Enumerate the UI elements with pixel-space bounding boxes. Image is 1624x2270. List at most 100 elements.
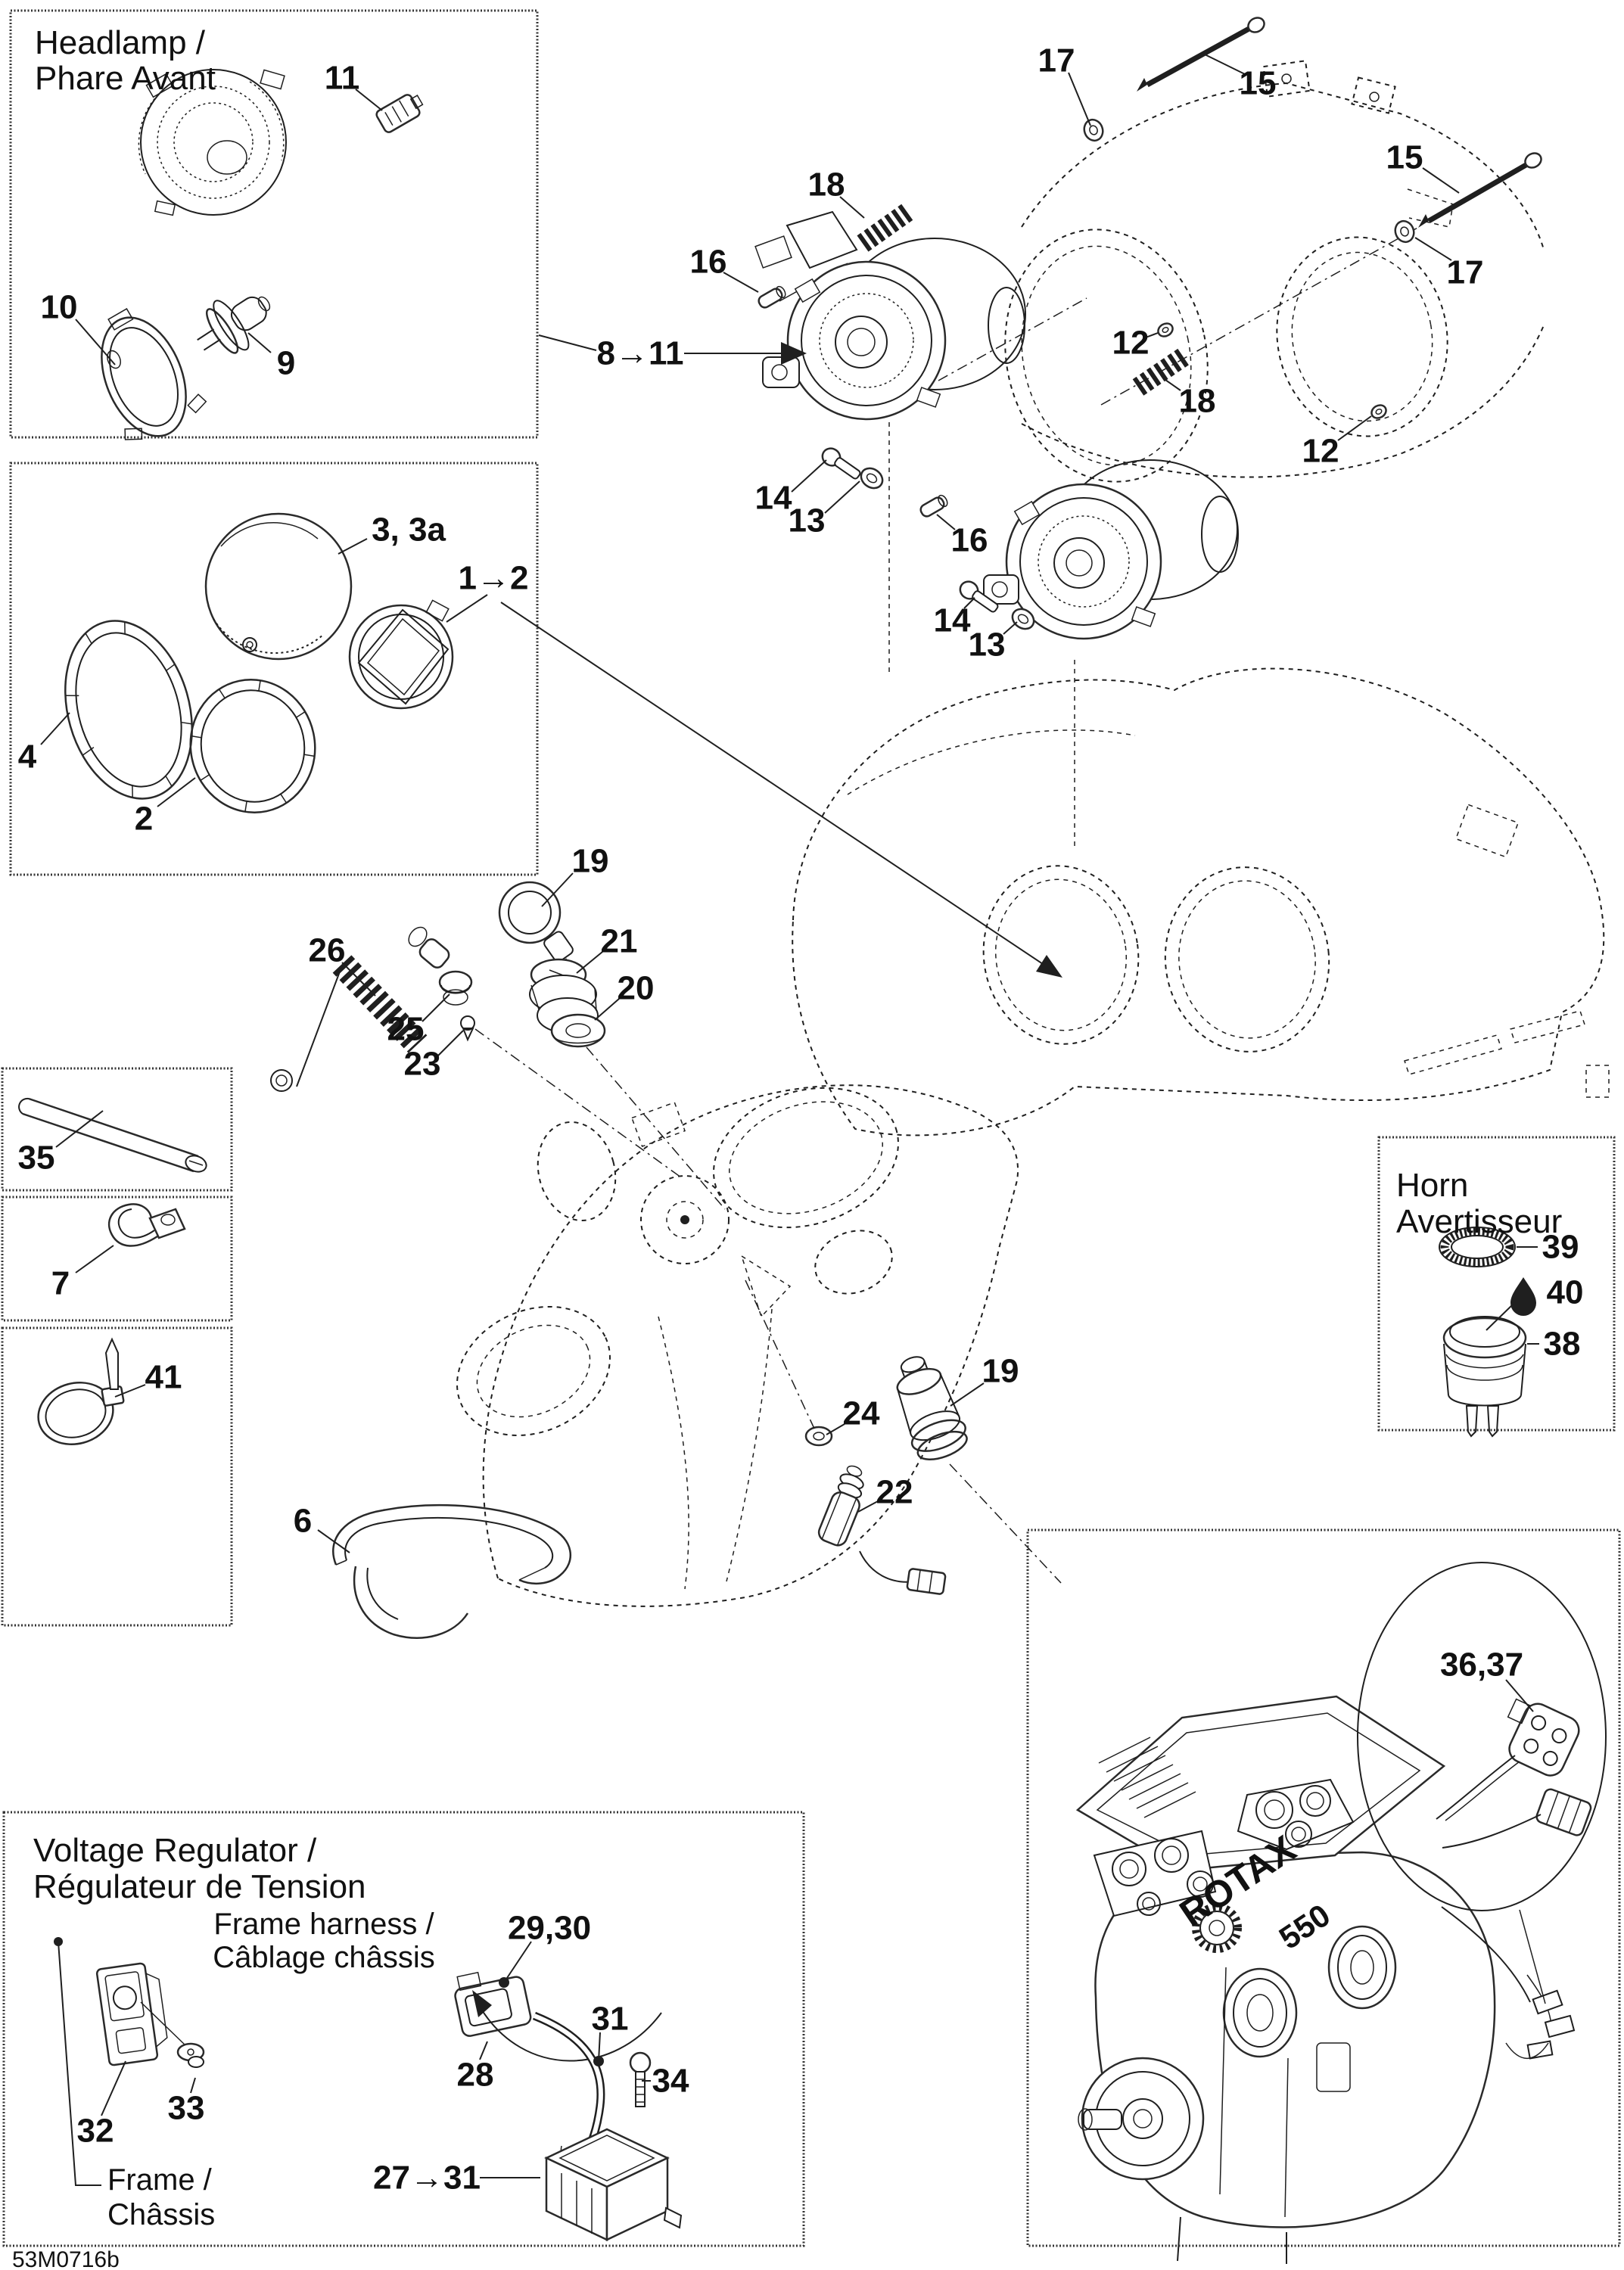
part-number-callout: 35 — [18, 1140, 55, 1177]
part-number-callout: 6 — [294, 1503, 312, 1540]
callout-leader — [1422, 167, 1460, 194]
frame-harness-arrow — [472, 1990, 662, 2062]
part-number-callout: 13 — [969, 627, 1006, 664]
spring-drawing-18b — [1132, 347, 1191, 396]
part-number-callout: 10 — [41, 289, 78, 326]
callout-leader — [791, 459, 827, 493]
part-number-callout: 26 — [309, 932, 346, 969]
screw-drawing-23 — [460, 1015, 475, 1042]
part-number-callout: 11 — [325, 60, 360, 97]
screw-drawing-15a — [1137, 17, 1265, 92]
coil-wire — [859, 1550, 915, 1583]
console-dashed-drawing — [456, 1084, 1019, 1607]
sealed-beam-dome-drawing — [204, 512, 353, 661]
callout-leader — [503, 1941, 532, 1983]
axis-line — [474, 1028, 682, 1178]
lens-ring-drawing — [348, 599, 454, 710]
callout-leader — [1337, 415, 1372, 441]
part-number-callout: 28 — [457, 2057, 494, 2094]
part-number-callout: 41 — [145, 1359, 182, 1396]
voltage-regulator-box-title: Régulateur de Tension — [33, 1868, 366, 1905]
part-number-callout: 31 — [592, 2001, 629, 2038]
callout-leader — [1414, 237, 1452, 261]
callout-leader — [826, 1423, 845, 1435]
headlamp-assembly-right-drawing — [983, 459, 1239, 846]
callout-leader — [101, 2060, 126, 2116]
part-number-callout: 36,37 — [1440, 1647, 1523, 1684]
part-number-callout: 18 — [1179, 383, 1216, 420]
bulb-connector-drawing — [375, 94, 424, 133]
cable-tie-drawing-41 — [37, 1337, 125, 1445]
part-number-callout: 17 — [1447, 254, 1484, 291]
callout-leader — [824, 480, 860, 514]
screw-drawing-14b — [959, 580, 999, 613]
part-number-callout: 22 — [876, 1474, 913, 1511]
part-number-callout: 32 — [77, 2113, 114, 2150]
callout-leader — [55, 1110, 104, 1148]
part-number-callout: 16 — [690, 244, 727, 281]
misc-label: 53M0716b — [12, 2247, 120, 2270]
misc-label: Frame / — [107, 2163, 213, 2197]
part-number-callout: 14 — [934, 602, 971, 639]
part-number-callout: 9 — [277, 345, 295, 382]
lens-box-border — [9, 462, 539, 876]
part-number-callout: 1→2 — [459, 560, 529, 597]
tether-cord-drawing — [270, 926, 450, 1092]
rivet-drawing-33 — [176, 2042, 205, 2068]
rod-box-border — [1, 1067, 233, 1192]
part-number-callout: 4 — [18, 739, 37, 776]
ignition-switch-drawing-19b — [896, 1356, 968, 1460]
callout-leader — [114, 1384, 146, 1398]
callout-leader — [723, 272, 759, 293]
callout-leader — [576, 951, 603, 974]
bulb-retainer-ring-drawing — [101, 308, 207, 440]
coil-lead-drawing-22 — [817, 1465, 864, 1547]
clamp-drawing-7 — [107, 1203, 186, 1247]
headlamp-box-border — [9, 9, 539, 439]
part-number-callout: 7 — [51, 1265, 70, 1302]
callout-leader — [190, 2077, 196, 2094]
part-number-callout: 14 — [755, 480, 792, 517]
callout-leader — [839, 196, 865, 219]
headlamp-housing-rear-drawing — [138, 69, 287, 216]
axis-line — [745, 1280, 815, 1429]
harness-connector-drawing-28 — [454, 1971, 532, 2037]
part-number-callout: 19 — [982, 1353, 1019, 1390]
coil-connector-drawing — [906, 1568, 947, 1595]
voltage-regulator-drawing-27-31 — [544, 2128, 683, 2241]
callout-leader — [1201, 52, 1246, 75]
engine-drawing — [1075, 1695, 1576, 2264]
nut-drawing-25 — [438, 970, 473, 1006]
horn-box-title: Horn — [1396, 1167, 1468, 1204]
part-number-callout: 39 — [1542, 1229, 1579, 1266]
part-number-callout: 16 — [951, 522, 988, 559]
headlamp-assembly-left-drawing — [754, 210, 1087, 675]
callout-leader — [437, 1030, 464, 1057]
part-number-callout: 15 — [1386, 139, 1423, 176]
callout-leader — [446, 594, 488, 623]
guard-drawing-6 — [332, 1504, 572, 1639]
part-number-callout: 17 — [1038, 42, 1075, 79]
cable-tie-box-border — [1, 1326, 233, 1627]
hood-dashed-drawing — [792, 667, 1610, 1137]
washer-drawing-17a — [1083, 118, 1104, 142]
part-number-callout: 2 — [135, 801, 153, 838]
callout-leader — [75, 319, 116, 365]
adjuster-pin-drawing-16a — [758, 285, 786, 309]
part-number-callout: 3, 3a — [372, 512, 446, 549]
horn-drawing-38 — [1442, 1316, 1527, 1438]
callout-leader — [857, 1500, 879, 1513]
voltage-regulator-box-border — [2, 1811, 805, 2247]
retaining-ring-drawing — [189, 679, 316, 813]
callout-leader — [40, 712, 70, 745]
callout-leader — [247, 332, 272, 353]
washer-drawing-12b — [1370, 404, 1387, 419]
washer-drawing-13a — [860, 467, 884, 490]
callout-leader — [594, 998, 620, 1021]
frame-bracket-drawing-32 — [95, 1962, 168, 2066]
callout-leader — [963, 597, 975, 609]
part-number-callout: 19 — [572, 843, 609, 880]
callout-leader — [950, 1382, 985, 1407]
screw-drawing-15b — [1418, 152, 1542, 228]
